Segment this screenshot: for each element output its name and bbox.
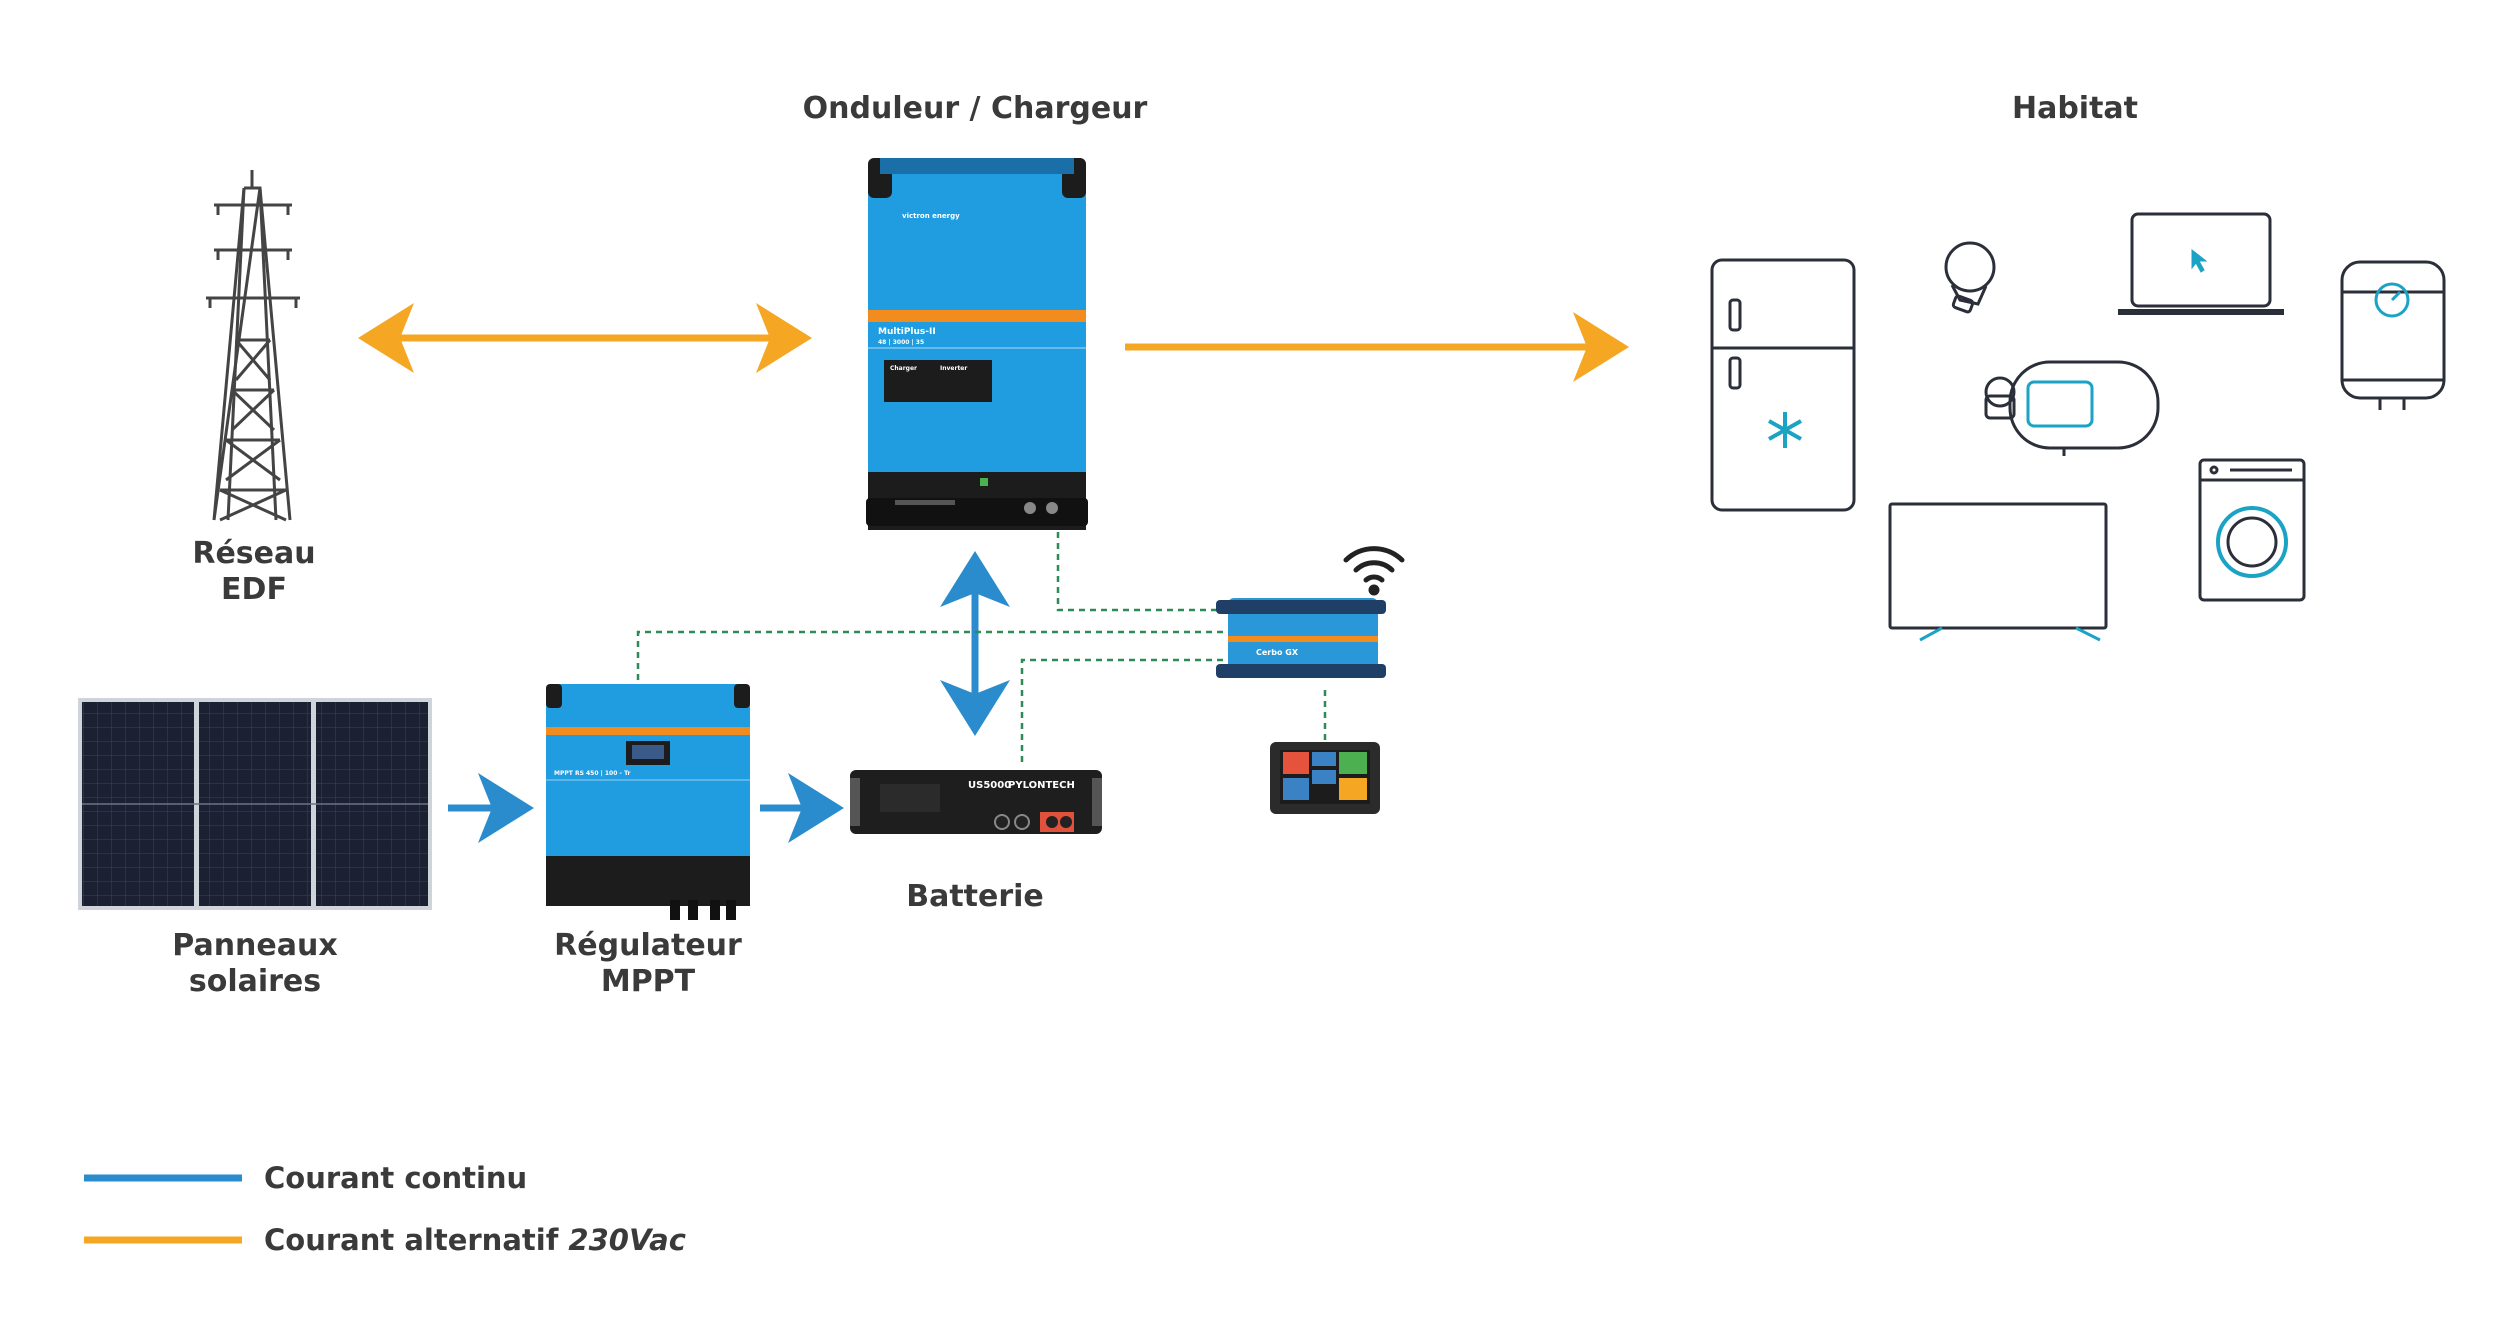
light-bulb-icon bbox=[1944, 241, 1996, 314]
television-icon bbox=[1888, 502, 2108, 642]
home-title: Habitat bbox=[2012, 91, 2138, 126]
washing-machine-icon bbox=[2198, 458, 2306, 602]
battery-brand-text: PYLONTECH bbox=[1008, 780, 1075, 791]
water-heater-icon bbox=[2340, 260, 2446, 410]
legend: Courant continu Courant alternatif 230Va… bbox=[84, 1161, 686, 1257]
fridge-icon bbox=[1710, 258, 1856, 512]
power-pylon-icon bbox=[206, 170, 300, 522]
solar-label-line2: solaires bbox=[189, 964, 321, 999]
legend-ac-voltage: 230Vac bbox=[568, 1223, 686, 1257]
legend-ac-label: Courant alternatif 230Vac bbox=[264, 1223, 686, 1257]
inverter-title: Onduleur / Chargeur bbox=[803, 91, 1148, 126]
legend-ac-prefix: Courant alternatif bbox=[264, 1223, 568, 1257]
data-link-lines bbox=[636, 532, 1327, 762]
mppt-model-text: MPPT RS 450 | 100 - Tr bbox=[554, 770, 630, 777]
battery-model-text: US5000 bbox=[968, 780, 1011, 791]
battery-device: US5000 PYLONTECH bbox=[850, 770, 1102, 834]
grid-label-line2: EDF bbox=[221, 572, 287, 607]
touch-display-device bbox=[1270, 742, 1380, 814]
laptop-icon bbox=[2118, 212, 2284, 315]
wifi-icon bbox=[1343, 546, 1405, 596]
mppt-label-line2: MPPT bbox=[601, 964, 696, 999]
cerbo-model-text: Cerbo GX bbox=[1256, 648, 1299, 657]
legend-dc-label: Courant continu bbox=[264, 1161, 527, 1195]
solar-panels-device bbox=[78, 698, 432, 910]
grid-label-line1: Réseau bbox=[192, 536, 315, 571]
inverter-charger-device: MultiPlus-II 48 | 3000 | 35 Charger Inve… bbox=[866, 158, 1088, 530]
mppt-controller-device: MPPT RS 450 | 100 - Tr bbox=[546, 684, 750, 920]
inverter-model-text: MultiPlus-II bbox=[878, 327, 936, 337]
cerbo-gx-device: Cerbo GX bbox=[1216, 598, 1386, 678]
victron-logo-text: victron energy bbox=[902, 212, 960, 220]
inverter-rating-text: 48 | 3000 | 35 bbox=[878, 339, 924, 346]
mppt-label-line1: Régulateur bbox=[554, 928, 742, 963]
solar-label-line1: Panneaux bbox=[172, 928, 337, 963]
pump-motor-icon bbox=[1984, 360, 2160, 456]
inverter-charger-text: Charger bbox=[890, 365, 917, 372]
inverter-inverter-text: Inverter bbox=[940, 365, 967, 372]
battery-label: Batterie bbox=[906, 879, 1044, 914]
